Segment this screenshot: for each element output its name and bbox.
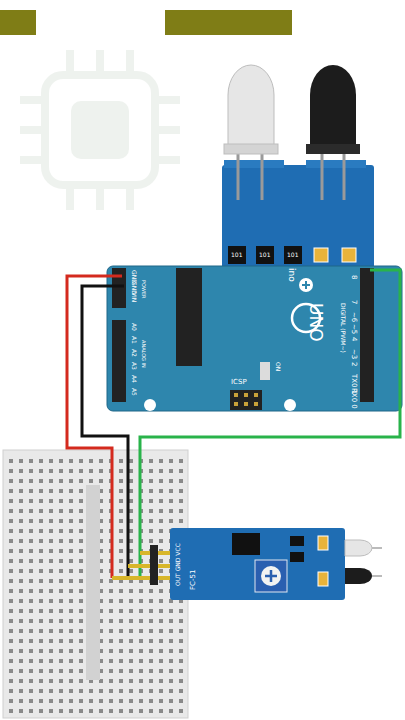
pin-names: OUT GND VCC <box>175 543 181 586</box>
resistor-code: 101 <box>287 252 298 258</box>
header-name: ANALOG IN <box>141 340 146 368</box>
pin-number: RX0 0 <box>350 388 357 409</box>
pin-name: A1 <box>131 336 137 344</box>
pin-name: A3 <box>131 362 137 370</box>
pin-name: A2 <box>131 349 137 357</box>
pin-number: ~6 <box>350 312 357 322</box>
pin-name: VIN <box>131 292 137 302</box>
pin-name: A0 <box>131 323 137 331</box>
connector-name: ICSP <box>231 379 247 386</box>
header-name: POWER <box>141 280 146 299</box>
board-logo: UNO <box>307 303 324 342</box>
pin-number: 8 <box>350 275 357 279</box>
pin-number: 7 <box>350 300 357 304</box>
resistor-code: 101 <box>231 252 242 258</box>
pin-number: 4 <box>350 337 357 341</box>
pin-name: A5 <box>131 388 137 396</box>
pin-number: ~3 <box>350 349 357 359</box>
pin-number: ~5 <box>350 324 357 334</box>
module-name: FC-51 <box>190 570 197 590</box>
header-name: DIGITAL (PWM~) <box>340 303 346 353</box>
led-name: ON <box>275 362 281 371</box>
pin-name: A4 <box>131 375 137 383</box>
pin-number: 2 <box>350 362 357 366</box>
board-logo: ino <box>287 268 296 282</box>
resistor-code: 101 <box>259 252 270 258</box>
